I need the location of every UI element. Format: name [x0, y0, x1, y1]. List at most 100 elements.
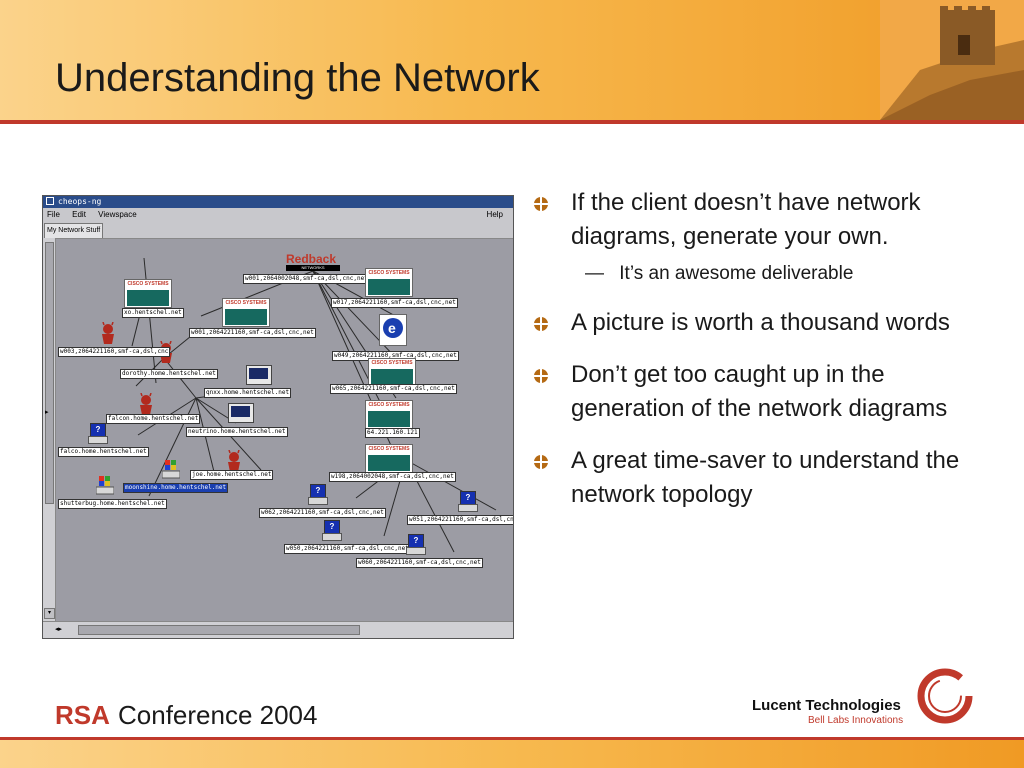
unknown-pc-icon[interactable]: ? — [88, 423, 108, 444]
tab-bar: My Network Stuff — [43, 221, 513, 239]
unknown-pc-icon[interactable]: ? — [308, 484, 328, 505]
cisco-router-w017[interactable]: CISCO SYSTEMS — [365, 268, 413, 297]
scroll-down-arrow-icon[interactable]: ▾ — [44, 608, 55, 619]
windows-pc-icon[interactable] — [162, 459, 180, 479]
tab-my-network-stuff[interactable]: My Network Stuff — [44, 223, 104, 238]
sub-bullet-dash: — — [585, 263, 604, 284]
node-label-w198[interactable]: w198,z064002048,smf-ca,dsl,cnc,net — [329, 472, 456, 482]
cisco-bars-icon — [127, 290, 169, 306]
bsd-daemon-icon[interactable] — [98, 322, 118, 344]
bullet-icon — [534, 197, 548, 211]
window-menu-icon[interactable] — [46, 197, 54, 205]
sub-bullet-item: — It’s an awesome deliverable — [571, 260, 1003, 288]
window-title: cheops-ng — [58, 197, 102, 206]
unknown-pc-icon[interactable]: ? — [458, 491, 478, 512]
node-label-falcon[interactable]: falcon.home.hentschel.net — [106, 414, 201, 424]
menu-edit[interactable]: Edit — [72, 210, 86, 219]
bullet-item: Don’t get too caught up in the generatio… — [533, 358, 1003, 426]
slide-title: Understanding the Network — [55, 56, 540, 100]
bullet-item: If the client doesn’t have network diagr… — [533, 186, 1003, 288]
bullet-text: Don’t get too caught up in the generatio… — [571, 361, 948, 422]
bullet-list: If the client doesn’t have network diagr… — [533, 186, 1003, 530]
great-wall-image — [880, 0, 1024, 120]
vertical-scroll-thumb[interactable] — [45, 242, 54, 504]
node-label-shutterbug[interactable]: shutterbug.home.hentschel.net — [58, 499, 167, 509]
redback-logo: Redback — [286, 252, 337, 266]
node-label-64-221-160-121[interactable]: 64.221.160.121 — [365, 428, 420, 438]
cisco-bars-icon — [368, 455, 410, 471]
node-label-qnxx[interactable]: qnxx.home.hentschel.net — [204, 388, 292, 398]
workstation-icon[interactable] — [228, 403, 254, 423]
bullet-item: A picture is worth a thousand words — [533, 306, 1003, 340]
horizontal-scroll-thumb[interactable] — [78, 625, 360, 635]
node-label-w001-mid[interactable]: w001,z064221160,smf-ca,dsl,cnc,net — [189, 328, 316, 338]
node-label-falco[interactable]: falco.home.hentschel.net — [58, 447, 149, 457]
scroll-left-right-arrows-icon[interactable]: ◂▸ — [55, 626, 63, 633]
unknown-pc-icon[interactable]: ? — [322, 520, 342, 541]
bullet-icon — [534, 369, 548, 383]
cisco-bars-icon — [225, 309, 267, 325]
bullet-text: A picture is worth a thousand words — [571, 309, 950, 336]
cisco-logo-text: CISCO SYSTEMS — [368, 270, 410, 276]
scroll-marker: ▸ — [45, 409, 49, 416]
svg-text:e: e — [388, 320, 396, 336]
sub-bullet-text: It’s an awesome deliverable — [619, 263, 854, 284]
ethernet-hub-icon[interactable]: e — [379, 314, 407, 346]
cisco-router-w001[interactable]: CISCO SYSTEMS — [222, 298, 270, 327]
bullet-text: If the client doesn’t have network diagr… — [571, 189, 921, 250]
node-label-w065[interactable]: w065,z064221160,smf-ca,dsl,cnc,net — [330, 384, 457, 394]
cisco-router-w198[interactable]: CISCO SYSTEMS — [365, 444, 413, 473]
horizontal-scrollbar[interactable]: ◂▸ — [43, 621, 513, 638]
lucent-ring-icon — [917, 668, 973, 724]
network-canvas[interactable]: Redback NETWORKS w001,z064002048,smf-ca,… — [56, 238, 513, 621]
vertical-scrollbar[interactable]: ▸ ▾ — [43, 238, 56, 621]
node-label-neutrino[interactable]: neutrino.home.hentschel.net — [186, 427, 288, 437]
cisco-logo-text: CISCO SYSTEMS — [127, 281, 169, 287]
node-label-w062[interactable]: w062,z064221160,smf-ca,dsl,cnc,net — [259, 508, 386, 518]
menu-file[interactable]: File — [47, 210, 60, 219]
menu-viewspace[interactable]: Viewspace — [98, 210, 137, 219]
bullet-icon — [534, 455, 548, 469]
node-label-joe[interactable]: joe.home.hentschel.net — [190, 470, 274, 480]
node-label-w060[interactable]: w060,z064221160,smf-ca,dsl,cnc,net — [356, 558, 483, 568]
cisco-bars-icon — [368, 411, 410, 427]
unknown-pc-icon[interactable]: ? — [406, 534, 426, 555]
redback-sub-label: NETWORKS — [286, 265, 340, 271]
cisco-logo-text: CISCO SYSTEMS — [225, 300, 267, 306]
node-label-xo[interactable]: xo.hentschel.net — [122, 308, 184, 318]
node-label-moonshine[interactable]: moonshine.home.hentschel.net — [123, 483, 229, 493]
conference-text: Conference 2004 — [118, 700, 318, 730]
lucent-tagline: Bell Labs Innovations — [808, 715, 904, 726]
rsa-logo: RSA — [55, 700, 110, 730]
slide-header-band — [0, 0, 1024, 120]
bullet-text: A great time-saver to understand the net… — [571, 447, 960, 508]
cisco-logo-text: CISCO SYSTEMS — [368, 446, 410, 452]
lucent-logo-text: Lucent Technologies — [752, 697, 901, 714]
cisco-router-w065[interactable]: CISCO SYSTEMS — [368, 358, 416, 387]
cheops-ng-window: cheops-ng File Edit Viewspace Help My Ne… — [42, 195, 514, 639]
header-rule — [0, 120, 1024, 124]
bsd-daemon-icon[interactable] — [136, 393, 156, 415]
cisco-logo-text: CISCO SYSTEMS — [368, 402, 410, 408]
cisco-router-64-221[interactable]: CISCO SYSTEMS — [365, 400, 413, 429]
menu-help[interactable]: Help — [486, 210, 503, 219]
cisco-bars-icon — [368, 279, 410, 295]
redback-router[interactable]: Redback NETWORKS — [286, 252, 340, 274]
window-titlebar: cheops-ng — [43, 196, 513, 208]
windows-pc-icon[interactable] — [96, 475, 114, 495]
node-label-dorothy[interactable]: dorothy.home.hentschel.net — [120, 369, 218, 379]
node-label-w017[interactable]: w017,z064221160,smf-ca,dsl,cnc,net — [331, 298, 458, 308]
bullet-icon — [534, 317, 548, 331]
bsd-daemon-icon[interactable] — [224, 450, 244, 472]
node-label-w001-top[interactable]: w001,z064002048,smf-ca,dsl,cnc,net — [243, 274, 370, 284]
cisco-router-xo[interactable]: CISCO SYSTEMS — [124, 279, 172, 308]
menubar: File Edit Viewspace Help — [43, 208, 513, 221]
cisco-bars-icon — [371, 369, 413, 385]
workstation-icon[interactable] — [246, 365, 272, 385]
node-label-w050[interactable]: w050,z064221160,smf-ca,dsl,cnc,net — [284, 544, 411, 554]
node-label-w051[interactable]: w051,z064221160,smf-ca,dsl,cnc, — [407, 515, 513, 525]
cisco-logo-text: CISCO SYSTEMS — [371, 360, 413, 366]
node-label-w003[interactable]: w003,z064221160,smf-ca,dsl,cnc — [58, 347, 171, 357]
footer-rule — [0, 737, 1024, 740]
footer-band — [0, 740, 1024, 768]
